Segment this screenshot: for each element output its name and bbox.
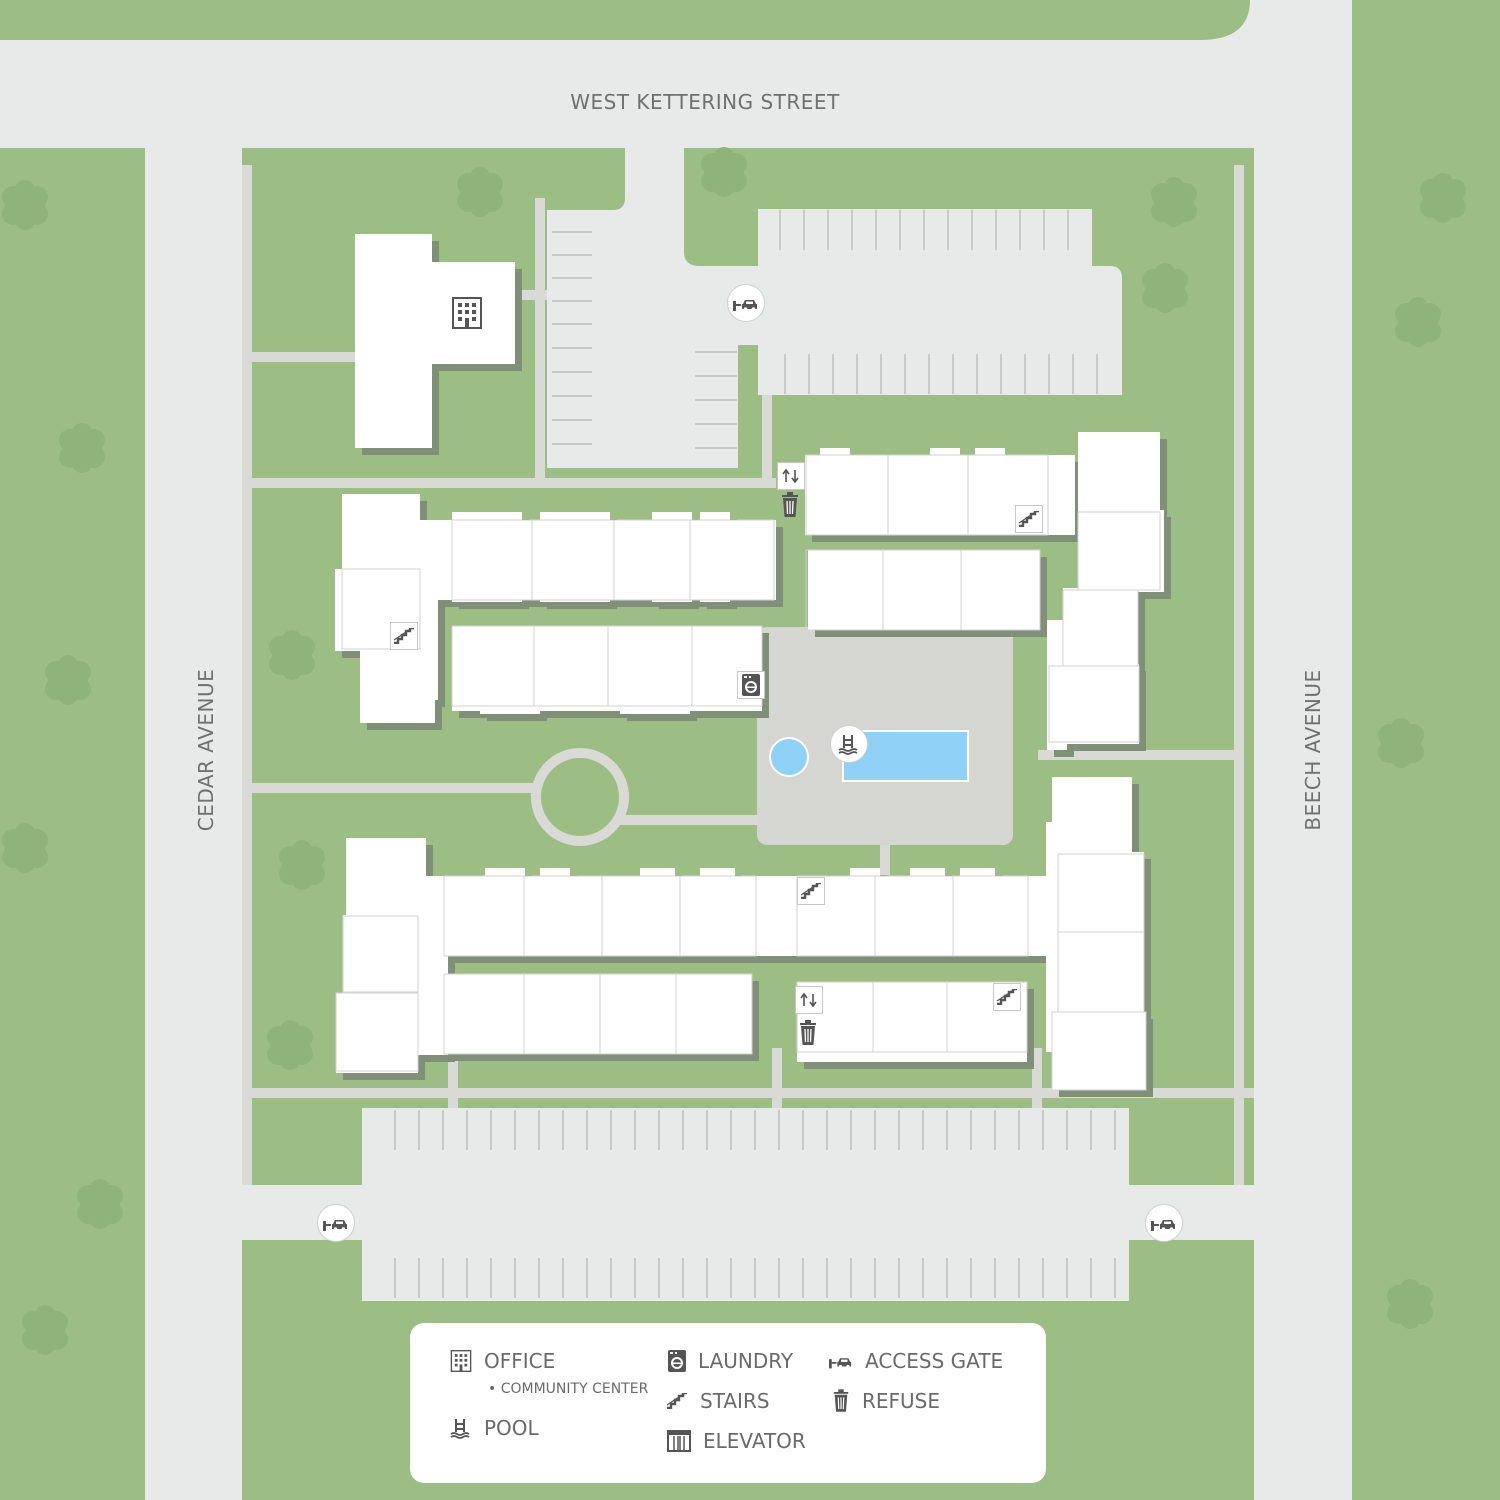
roads [0, 0, 1352, 1500]
legend-elevator-label: ELEVATOR [703, 1429, 806, 1453]
access-gate-icon[interactable] [727, 284, 765, 322]
building [1078, 432, 1160, 512]
building [1058, 932, 1144, 1014]
stairs-icon[interactable] [993, 983, 1021, 1011]
legend-elevator: ELEVATOR [667, 1429, 806, 1453]
legend-laundry-label: LAUNDRY [698, 1349, 794, 1373]
legend-office-sub-label: COMMUNITY CENTER [500, 1381, 649, 1397]
apartment-unit [691, 625, 763, 707]
building [418, 955, 448, 1055]
refuse-icon [833, 1389, 849, 1412]
apartment-unit [960, 549, 1041, 631]
legend-laundry: LAUNDRY [668, 1349, 793, 1373]
elevator-icon [667, 1430, 691, 1452]
building [343, 915, 418, 995]
street-label-west: CEDAR AVENUE [194, 668, 218, 832]
elevator-icon[interactable] [777, 462, 805, 490]
building [930, 448, 960, 458]
building [640, 868, 675, 878]
access-gate-icon [829, 1358, 852, 1369]
apartment-unit [689, 519, 775, 601]
building [1052, 1012, 1146, 1090]
laundry-icon [668, 1350, 686, 1372]
apartment-unit [335, 992, 419, 1072]
walkways [242, 165, 1254, 1185]
building [1058, 852, 1144, 934]
building [480, 700, 540, 714]
legend-office-sub: • COMMUNITY CENTER [488, 1381, 649, 1397]
building [485, 868, 525, 878]
legend-access-gate: ACCESS GATE [829, 1349, 1003, 1373]
building [336, 993, 418, 1073]
building [850, 868, 880, 878]
apartment-unit [1048, 665, 1140, 743]
stairs-icon [666, 1393, 687, 1409]
map-legend: OFFICE • COMMUNITY CENTER POOL LAUNDRY S… [410, 1323, 1046, 1483]
office-icon [450, 1350, 472, 1372]
building [540, 512, 610, 602]
building [1046, 822, 1066, 1052]
building [808, 550, 1040, 630]
building [960, 868, 995, 878]
building [342, 494, 420, 569]
building [700, 868, 735, 878]
building [346, 838, 426, 918]
building [540, 868, 570, 878]
parking-stripes [552, 231, 737, 449]
pool-icon[interactable] [830, 725, 868, 763]
apartment-unit [1051, 1011, 1147, 1091]
stairs-icon[interactable] [797, 877, 825, 905]
building [1063, 588, 1138, 666]
apartment-unit [946, 981, 1028, 1053]
legend-pool: POOL [450, 1416, 539, 1440]
building [820, 448, 850, 458]
building [355, 262, 515, 364]
legend-refuse: REFUSE [832, 1389, 940, 1413]
refuse-icon[interactable] [777, 492, 803, 518]
elevator-icon[interactable] [795, 986, 823, 1014]
street-label-north: WEST KETTERING STREET [570, 90, 840, 114]
office-icon[interactable] [451, 296, 483, 335]
building [620, 700, 690, 714]
spa [769, 737, 809, 777]
building [975, 448, 1005, 458]
building [1078, 510, 1164, 592]
building [418, 876, 1058, 956]
legend-stairs-label: STAIRS [700, 1389, 770, 1413]
legend-access-gate-label: ACCESS GATE [865, 1349, 1004, 1373]
legend-office-label: OFFICE [484, 1349, 556, 1373]
apartment-unit [675, 973, 753, 1055]
building [452, 512, 522, 602]
building [652, 512, 692, 602]
access-gate-icon[interactable] [1145, 1204, 1183, 1242]
building [452, 626, 762, 711]
building [360, 649, 435, 723]
legend-pool-label: POOL [484, 1416, 539, 1440]
building [700, 512, 730, 602]
apartment-unit [342, 915, 419, 993]
building [910, 868, 945, 878]
legend-refuse-label: REFUSE [862, 1389, 941, 1413]
building [444, 974, 752, 1054]
pool-icon [450, 1419, 470, 1439]
refuse-icon[interactable] [795, 1020, 821, 1046]
stairs-icon[interactable] [1015, 505, 1043, 533]
access-gate-icon[interactable] [317, 1204, 355, 1242]
apartment-unit [341, 568, 421, 650]
building [797, 982, 1027, 1062]
legend-stairs: STAIRS [666, 1389, 770, 1413]
apartment-unit [679, 875, 757, 957]
laundry-icon[interactable] [737, 671, 765, 699]
street-label-east: BEECH AVENUE [1301, 669, 1325, 831]
building [1047, 620, 1067, 750]
legend-office: OFFICE [450, 1349, 555, 1373]
apartment-unit [967, 454, 1049, 536]
apartment-unit [952, 875, 1029, 957]
stairs-icon[interactable] [390, 622, 418, 650]
